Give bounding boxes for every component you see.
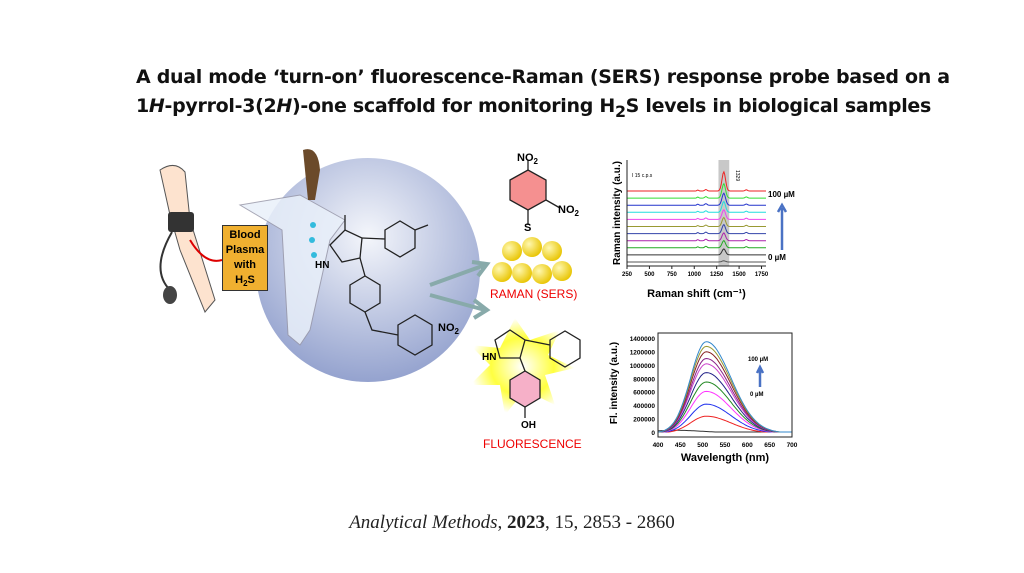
- fluorescent-product: [470, 318, 581, 418]
- y-tick-label: 600000: [633, 390, 655, 397]
- journal: Analytical Methods: [349, 512, 498, 533]
- probe-molecule: [329, 215, 433, 356]
- t: 2: [533, 157, 538, 167]
- y-tick-label: 0: [651, 430, 655, 437]
- x-tick-label: 1250: [710, 272, 724, 278]
- y-tick-label: 1000000: [630, 363, 656, 370]
- t: ,: [497, 512, 507, 533]
- conc-high-label: 100 µM: [768, 190, 795, 199]
- raman-label: RAMAN (SERS): [490, 287, 578, 301]
- x-tick-label: 600: [742, 442, 753, 449]
- raman-spectrum-3: [627, 232, 766, 242]
- raman-spectrum-2: [627, 239, 766, 249]
- t: H2S: [223, 273, 267, 291]
- t: H: [148, 95, 165, 117]
- t: S: [247, 274, 255, 286]
- no2-label: NO2: [558, 204, 579, 218]
- t: -pyrrol-3(2: [164, 95, 277, 117]
- x-axis-label: Raman shift (cm⁻¹): [647, 288, 746, 300]
- raman-spectrum-10: [627, 170, 766, 192]
- t: NO: [517, 152, 534, 164]
- t: 2: [454, 327, 459, 337]
- thiol-molecule: [509, 160, 561, 225]
- oh-label: OH: [521, 420, 536, 431]
- x-tick-label: 1750: [755, 272, 769, 278]
- no2-label: NO2: [517, 152, 538, 166]
- t: 1: [136, 95, 149, 117]
- blood-plasma-box: Blood Plasma with H2S: [222, 225, 268, 291]
- y-axis-label: Fl. intensity (a.u.): [609, 342, 620, 424]
- emission-spectrum-10: [657, 341, 792, 433]
- plot-frame: [657, 332, 793, 438]
- t: 2: [614, 101, 626, 121]
- conc-low-label: 0 µM: [750, 392, 763, 398]
- tube-icon: [238, 149, 346, 346]
- fluorescence-chart: 400 450 500 550 600 650 700 0 200000 400000 600000…: [609, 332, 798, 464]
- raman-spectrum-8: [627, 192, 766, 206]
- t: NO: [438, 322, 455, 334]
- raman-spectrum-7: [627, 200, 766, 213]
- t: NO: [558, 204, 575, 216]
- x-tick-label: 1000: [688, 272, 702, 278]
- raman-spectrum-1: [627, 248, 766, 256]
- x-tick-label: 1500: [732, 272, 746, 278]
- fluorescence-label: FLUORESCENCE: [483, 437, 582, 451]
- conc-low-label: 0 µM: [768, 253, 786, 262]
- raman-spectrum-5: [627, 216, 766, 227]
- t: 2: [574, 209, 579, 219]
- x-tick-label: 500: [644, 272, 655, 278]
- t: H: [276, 95, 293, 117]
- y-tick-label: 400000: [633, 403, 655, 410]
- raman-spectrum-0: [627, 260, 766, 263]
- raman-spectrum-9: [627, 182, 766, 199]
- hn-label: HN: [315, 260, 330, 271]
- x-tick-label: 750: [667, 272, 678, 278]
- conc-high-label: 100 µM: [748, 357, 768, 363]
- raman-spectrum-6: [627, 208, 766, 220]
- y-axis-label: Raman intensity (a.u.): [612, 161, 623, 265]
- s-label: S: [524, 222, 532, 234]
- y-tick-label: 1200000: [630, 349, 656, 356]
- title-line-2: 1H-pyrrol-3(2H)-one scaffold for monitor…: [136, 92, 950, 126]
- no2-label: NO2: [438, 322, 459, 336]
- title-line-1: A dual mode ‘turn-on’ fluorescence-Raman…: [136, 66, 950, 88]
- hn-label: HN: [482, 352, 497, 363]
- x-tick-label: 450: [675, 442, 686, 449]
- t: S levels in biological samples: [625, 95, 932, 117]
- scale-label: I 15 c.p.s: [632, 173, 653, 179]
- x-tick-label: 400: [653, 442, 664, 449]
- x-tick-label: 700: [787, 442, 798, 449]
- x-tick-label: 650: [764, 442, 775, 449]
- paper-title: A dual mode ‘turn-on’ fluorescence-Raman…: [136, 63, 950, 126]
- arrow-up-icon: [776, 202, 788, 250]
- x-tick-label: 550: [720, 442, 731, 449]
- peak-label: 1329: [734, 170, 740, 181]
- year: 2023: [506, 512, 545, 533]
- arm-illustration: [159, 165, 223, 313]
- volume-pages: , 15, 2853 - 2860: [544, 512, 675, 533]
- x-tick-label: 250: [622, 272, 633, 278]
- y-tick-label: 1400000: [630, 336, 656, 343]
- t: H: [235, 274, 244, 286]
- highlight-band: [718, 160, 730, 266]
- t: )-one scaffold for monitoring H: [292, 95, 615, 117]
- x-axis-label: Wavelength (nm): [681, 452, 770, 464]
- x-tick-label: 500: [697, 442, 708, 449]
- t: 2: [243, 279, 248, 289]
- gold-nanoparticles: [492, 237, 572, 284]
- citation: Analytical Methods, 2023, 15, 2853 - 286…: [0, 512, 1024, 534]
- y-tick-label: 200000: [633, 417, 655, 424]
- arrow-up-icon: [755, 364, 765, 387]
- t: Plasma: [225, 244, 265, 256]
- t: Blood: [229, 229, 261, 241]
- t: with: [234, 259, 256, 271]
- raman-spectrum-4: [627, 223, 766, 235]
- y-tick-label: 800000: [633, 376, 655, 383]
- arrows-split: [429, 260, 491, 320]
